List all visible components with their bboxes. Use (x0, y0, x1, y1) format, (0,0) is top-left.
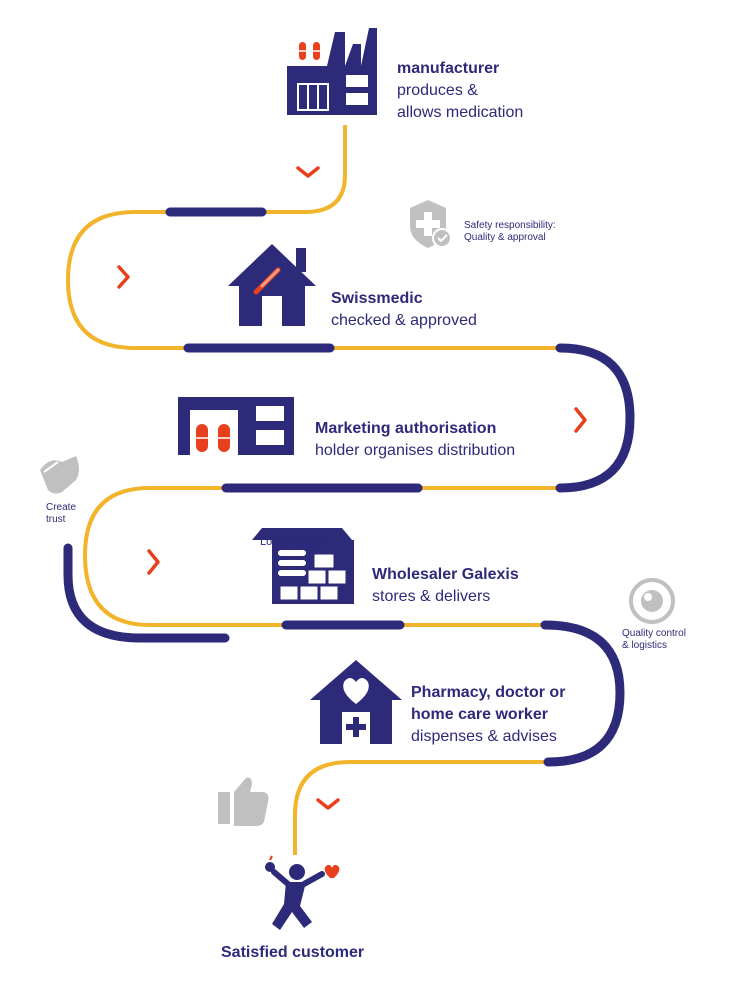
step-title: Marketing authorisation (315, 420, 497, 437)
heart-house-icon (310, 660, 402, 744)
chevron-down-icon (316, 798, 340, 810)
shield-plus-icon (410, 200, 452, 248)
step-description: allows medication (397, 104, 524, 121)
note-quality: Quality control & logistics (622, 628, 686, 651)
shelf-store-icon (252, 528, 354, 604)
step-title: Pharmacy, doctor or (411, 684, 566, 701)
step-description: holder organises distribution (315, 442, 516, 459)
step-manufacturer: manufacturer produces & allows medicatio… (397, 58, 523, 124)
step-title: Wholesaler Galexis (372, 566, 519, 583)
step-title: Swissmedic (331, 290, 423, 307)
step-pharmacy: Pharmacy, doctor or home care worker dis… (411, 682, 565, 748)
note-safety: Safety responsibility: Quality & approva… (464, 220, 556, 243)
journey-path (65, 125, 560, 855)
step-title: home care worker (411, 706, 548, 723)
step-description: checked & approved (331, 312, 477, 329)
chevron-right-icon (574, 407, 587, 433)
journey-highlights (63, 207, 635, 767)
step-wholesaler: Wholesaler Galexis stores & delivers (372, 564, 519, 608)
direction-chevrons (117, 166, 587, 810)
jumping-person-icon (265, 855, 340, 930)
warehouse-icon (178, 397, 294, 455)
target-icon (629, 578, 675, 624)
chevron-right-icon (147, 549, 160, 575)
house-icon (228, 244, 316, 326)
thumbs-up-icon (218, 777, 269, 826)
chevron-down-icon (296, 166, 320, 178)
chevron-right-icon (117, 265, 130, 289)
step-description: produces & (397, 82, 478, 99)
final-label: Satisfied customer (221, 944, 365, 961)
shelf-label: Lorem ipsum (260, 536, 324, 548)
factory-icon (287, 28, 377, 115)
handshake-icon (40, 456, 79, 494)
step-title: manufacturer (397, 60, 500, 77)
step-description: stores & delivers (372, 588, 491, 605)
step-marketing-authorisation: Marketing authorisation holder organises… (315, 418, 515, 462)
step-swissmedic: Swissmedic checked & approved (331, 288, 477, 332)
note-trust: Create trust (46, 502, 77, 525)
step-description: dispenses & advises (411, 728, 557, 745)
